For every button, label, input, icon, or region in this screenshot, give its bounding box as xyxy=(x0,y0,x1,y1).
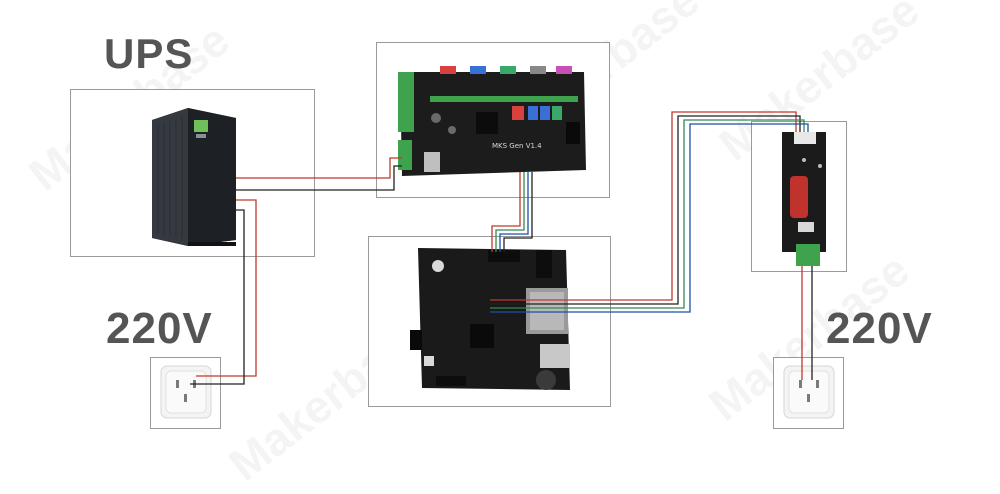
relay-module-icon xyxy=(782,132,826,266)
wall-socket-icon-right xyxy=(784,366,834,418)
wall-socket-icon xyxy=(161,366,211,418)
main-board-silkscreen: MKS Gen V1.4 xyxy=(492,142,542,150)
ups-cabinet-icon xyxy=(152,108,236,246)
main-board: MKS Gen V1.4 xyxy=(398,66,586,176)
controller-board xyxy=(410,248,570,390)
